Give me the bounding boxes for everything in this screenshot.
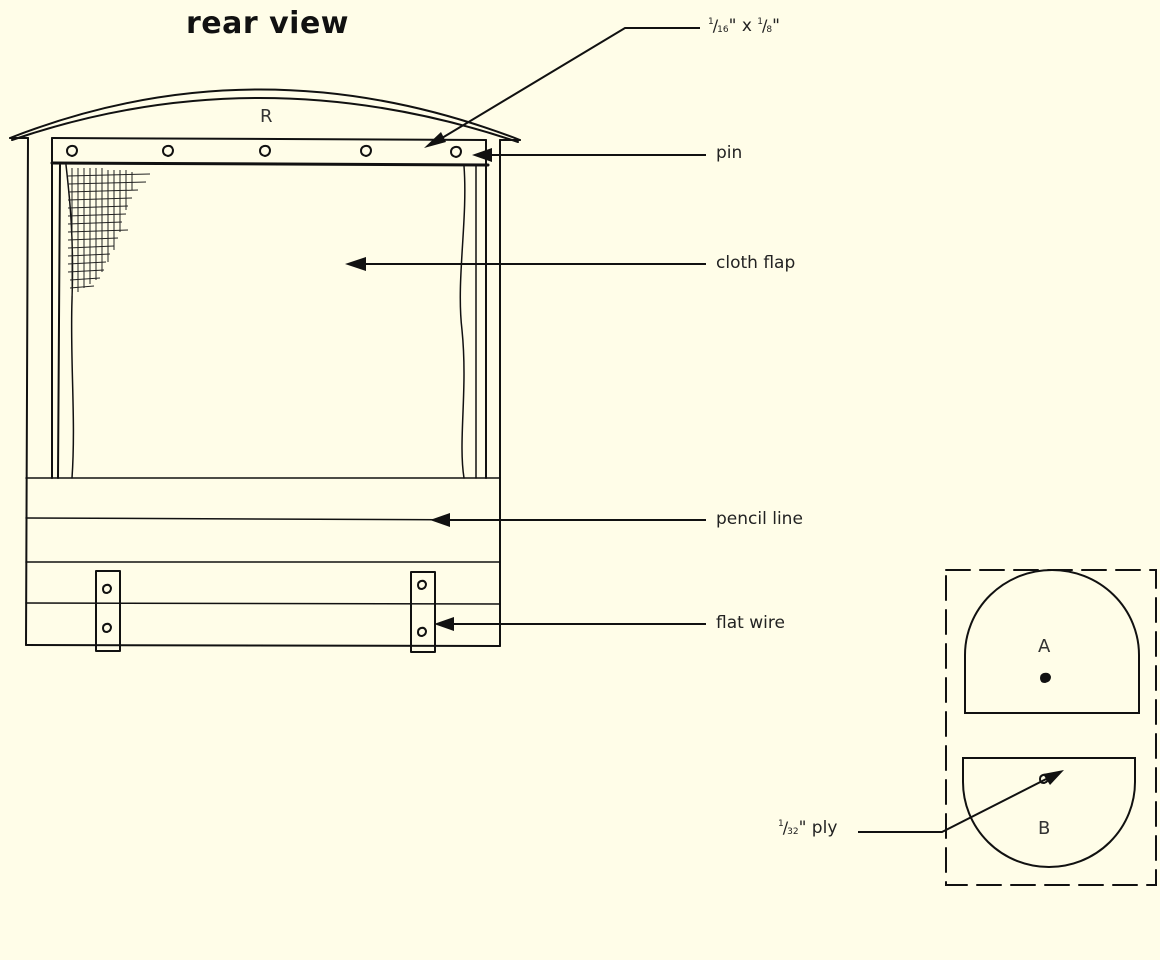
label-a: A (1038, 636, 1051, 657)
leader-ply (858, 772, 1059, 833)
panel-line-4 (25, 602, 501, 605)
parts-dashed-boundary (945, 569, 1157, 886)
label-b: B (1038, 818, 1051, 839)
part-b-hole-icon (1038, 773, 1050, 785)
arrowhead-icon (430, 513, 450, 527)
pin-icon (450, 145, 462, 158)
label-pencil-line: pencil line (716, 509, 803, 529)
roof-outer-curve (9, 88, 521, 141)
leader-top-strip (431, 27, 700, 145)
pin-icon (259, 144, 271, 157)
top-strip-lower (50, 161, 490, 167)
pin-icon (417, 579, 427, 590)
cloth-left-wavy-edge (65, 164, 75, 479)
label-top-strip-size: 1/16" x 1/8" (708, 16, 780, 36)
label-pin: pin (716, 143, 743, 163)
frame-left-outer (25, 137, 29, 646)
pin-icon (417, 626, 427, 637)
cloth-hatch-texture (67, 168, 151, 296)
pin-icon (360, 144, 372, 157)
part-a-hole-icon (1039, 672, 1052, 684)
label-flat-wire: flat wire (716, 613, 785, 633)
arrowhead-icon (434, 617, 454, 631)
arrowhead-icon (345, 257, 366, 271)
arrowhead-icon (424, 132, 446, 148)
cloth-right-wavy-edge (459, 165, 466, 479)
arrowhead-icon (1043, 770, 1064, 785)
label-r: R (260, 106, 273, 127)
diagram-title: rear view (186, 6, 350, 41)
roof-inner-curve (11, 97, 519, 143)
pin-icon (102, 583, 112, 594)
pencil-line-mark (25, 517, 501, 521)
top-strip-upper (51, 137, 487, 141)
label-cloth-flap: cloth flap (716, 253, 796, 273)
part-a-outline (964, 569, 1140, 714)
flat-wire-left (95, 570, 121, 652)
pin-icon (102, 622, 112, 633)
pin-icon (66, 144, 78, 157)
part-b-outline (962, 757, 1136, 868)
pin-icon (162, 144, 174, 157)
flat-wire-right (410, 571, 436, 653)
cloth-left-edge (57, 164, 61, 479)
arrowhead-icon (472, 148, 492, 162)
label-ply: 1/32" ply (778, 818, 838, 838)
frame-bottom (25, 644, 501, 647)
